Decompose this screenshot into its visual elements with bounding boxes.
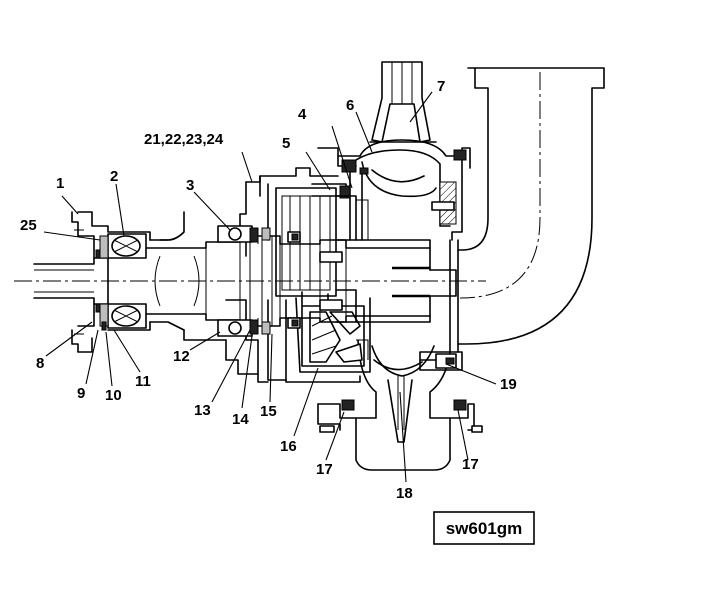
top-nozzle: [369, 61, 437, 143]
drawing-id-text: sw601gm: [446, 519, 523, 538]
callout-8: 8: [36, 355, 44, 372]
callout-3: 3: [186, 177, 194, 194]
callout-18: 18: [396, 485, 413, 502]
callout-9: 9: [77, 385, 85, 402]
callout-10: 10: [105, 387, 122, 404]
callout-12: 12: [173, 348, 190, 365]
drawing-id-tag: sw601gm: [433, 511, 535, 545]
callout-11: 11: [135, 373, 151, 390]
callout-6: 6: [346, 97, 354, 114]
callout-5: 5: [282, 135, 290, 152]
callout-17-right: 17: [462, 456, 479, 473]
callout-14: 14: [232, 411, 249, 428]
lower-volute: [317, 339, 483, 471]
callout-17-left: 17: [316, 461, 333, 478]
discharge-elbow: [449, 67, 605, 353]
callout-1: 1: [56, 175, 64, 192]
callout-15: 15: [260, 403, 277, 420]
left-bearing-assembly: [71, 211, 185, 353]
callout-16: 16: [280, 438, 297, 455]
right-bearing-assembly: [217, 225, 301, 337]
bearing-frame: [159, 167, 351, 383]
callout-19: 19: [500, 376, 517, 393]
seal-area: [319, 167, 369, 360]
leader-lines: [43, 91, 497, 483]
callout-2: 2: [110, 168, 118, 185]
callout-labels: 1 2 3 4 5 6 7 8 9 10 11 12 13 14 15 16 1…: [20, 78, 517, 502]
callout-13: 13: [194, 402, 211, 419]
volute-casing: [317, 139, 471, 241]
impeller: [267, 291, 371, 383]
callout-25: 25: [20, 217, 37, 234]
callout-21-22-23-24: 21,22,23,24: [144, 131, 224, 148]
callout-7: 7: [437, 78, 445, 95]
callout-4: 4: [298, 106, 307, 123]
